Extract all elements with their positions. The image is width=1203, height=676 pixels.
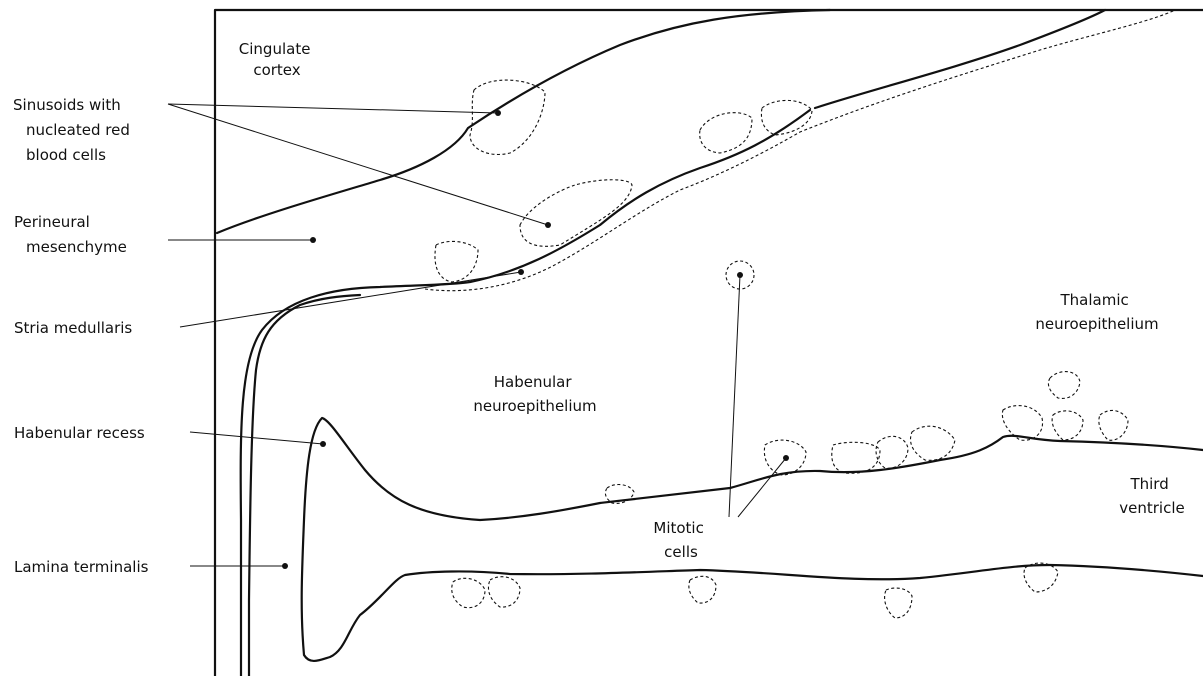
dot-habenular-recess (320, 441, 326, 447)
dot-stria (518, 269, 524, 275)
ventricle-upper-outline (302, 418, 1203, 661)
dot-sinusoid-1 (495, 110, 501, 116)
cell-k (689, 576, 716, 603)
upper-stria-boundary (815, 10, 1105, 108)
label-sinusoids: Sinusoids with nucleated red blood cells (13, 96, 135, 164)
cell-m (1024, 563, 1058, 592)
label-cingulate-cortex: Cingulate cortex (239, 40, 315, 79)
leader-habenular-recess (190, 432, 323, 444)
leader-mitotic-2 (738, 458, 786, 517)
cell-f (1048, 372, 1080, 399)
dot-mitotic-2 (783, 455, 789, 461)
cell-d (911, 426, 955, 460)
cell-j (488, 577, 520, 607)
label-thalamic-neuroepithelium: Thalamic neuroepithelium (1035, 291, 1158, 333)
sinusoid-3 (435, 241, 478, 282)
inner-left-boundary (249, 295, 360, 676)
cell-l (885, 588, 912, 618)
dot-mitotic-1 (737, 272, 743, 278)
dot-sinusoid-2 (545, 222, 551, 228)
cell-b (832, 442, 880, 473)
label-habenular-neuroepithelium: Habenular neuroepithelium (473, 373, 596, 415)
leader-sinusoids-2 (168, 104, 548, 225)
stria-dashed-boundary (425, 10, 1175, 291)
sinusoid-1 (470, 80, 545, 154)
label-third-ventricle: Third ventricle (1119, 475, 1184, 517)
frame-border (215, 10, 1203, 676)
dot-lamina (282, 563, 288, 569)
cell-i (452, 578, 485, 607)
label-perineural-mesenchyme: Perineural mesenchyme (14, 213, 127, 256)
dorsal-boundary (241, 110, 810, 676)
label-mitotic-cells: Mitotic cells (653, 519, 708, 561)
cell-c (876, 436, 908, 468)
label-lamina-terminalis: Lamina terminalis (14, 558, 149, 576)
leader-stria (180, 272, 521, 327)
cell-h (1099, 410, 1128, 440)
leader-mitotic-1 (729, 275, 740, 517)
cell-g (1052, 411, 1083, 440)
sinusoid-4 (700, 113, 752, 153)
label-stria-medullaris: Stria medullaris (14, 319, 132, 337)
label-habenular-recess: Habenular recess (14, 424, 145, 442)
dot-perineural (310, 237, 316, 243)
leader-sinusoids-1 (168, 104, 498, 113)
